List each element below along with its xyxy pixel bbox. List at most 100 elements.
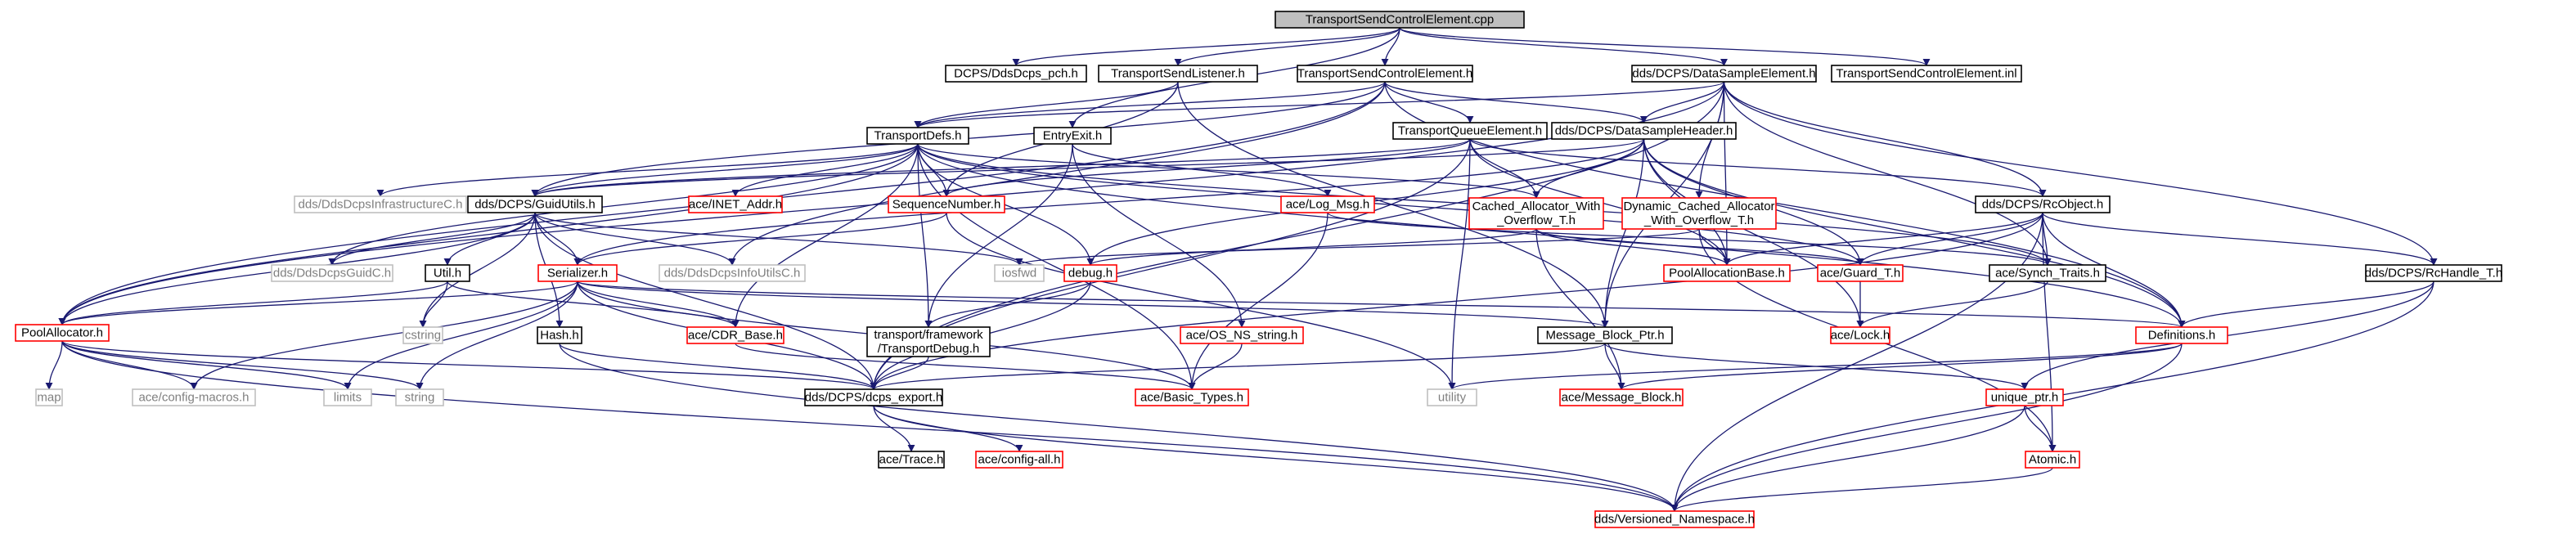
node-label-atomic: Atomic.h	[2029, 453, 2076, 467]
node-box-root	[1275, 11, 1525, 29]
node-ttdebug[interactable]: transport/framework/TransportDebug.h	[866, 326, 991, 357]
node-label-uniqueptr: unique_ptr.h	[1991, 391, 2059, 405]
node-box-cawo	[1468, 197, 1604, 230]
node-configall[interactable]: ace/config-all.h	[975, 451, 1063, 469]
node-label-entryexit: EntryExit.h	[1043, 129, 1103, 143]
node-guardt[interactable]: ace/Guard_T.h	[1817, 264, 1904, 282]
node-mbptr[interactable]: Message_Block_Ptr.h	[1537, 326, 1673, 344]
node-box-tdefs	[866, 127, 969, 145]
node-label-ddsinfra: dds/DdsDcpsInfrastructureC.h	[299, 198, 463, 212]
edge-cdrbase-to-basictypes	[735, 343, 1196, 390]
node-ddsdcps_pch[interactable]: DCPS/DdsDcps_pch.h	[945, 65, 1087, 83]
edge-poolallocator-to-versioned	[61, 340, 1679, 512]
node-label-acetrace: ace/Trace.h	[879, 453, 944, 467]
edge-debug-to-ttdebug	[924, 280, 1091, 328]
node-label-guardt: ace/Guard_T.h	[1820, 267, 1900, 280]
edge-synchtraits-to-acelock	[1856, 280, 2048, 328]
node-atomic[interactable]: Atomic.h	[2025, 451, 2080, 469]
node-box-definitions	[2135, 326, 2228, 344]
node-label-mbptr: Message_Block_Ptr.h	[1545, 329, 1664, 343]
edge-dse-to-rcobject	[1723, 81, 2047, 197]
node-entryexit[interactable]: EntryExit.h	[1033, 127, 1112, 145]
node-dsh[interactable]: dds/DCPS/DataSampleHeader.h	[1551, 122, 1737, 140]
edge-root-to-tsl	[1174, 27, 1400, 66]
node-tsce[interactable]: TransportSendControlElement.h	[1297, 65, 1473, 83]
node-acetrace[interactable]: ace/Trace.h	[878, 451, 945, 469]
edge-tdefs-to-poolallocator	[58, 143, 919, 325]
edge-rcobject-to-atomic	[2042, 212, 2057, 452]
node-utilh[interactable]: Util.h	[425, 264, 470, 282]
node-box-rcobject	[1975, 195, 2111, 213]
node-label-configmacros: ace/config-macros.h	[138, 391, 249, 405]
edge-dse-to-synchtraits	[1723, 81, 2052, 266]
node-poolalloc[interactable]: PoolAllocationBase.h	[1663, 264, 1791, 282]
node-label-seqnum: SequenceNumber.h	[892, 198, 1001, 212]
edge-tsce-to-tqe	[1384, 81, 1474, 123]
node-cdrbase[interactable]: ace/CDR_Base.h	[686, 326, 784, 344]
node-definitions[interactable]: Definitions.h	[2135, 326, 2228, 344]
node-cawo[interactable]: Cached_Allocator_With_Overflow_T.h	[1468, 197, 1604, 230]
node-label-cawo: Cached_Allocator_With	[1472, 200, 1601, 213]
node-rcobject[interactable]: dds/DCPS/RcObject.h	[1975, 195, 2111, 213]
node-map: map	[35, 388, 63, 406]
node-hashh[interactable]: Hash.h	[537, 326, 582, 344]
edge-serializer-to-mbptr	[577, 280, 1609, 328]
node-label-configall: ace/config-all.h	[978, 453, 1061, 467]
edge-tsl-to-tdefs	[914, 81, 1179, 128]
node-acelock[interactable]: ace/Lock.h	[1830, 326, 1890, 344]
node-box-cdrbase	[686, 326, 784, 344]
edge-poolallocator-to-map	[45, 340, 63, 390]
node-poolallocator[interactable]: PoolAllocator.h	[15, 324, 110, 342]
node-seqnum[interactable]: SequenceNumber.h	[888, 195, 1005, 213]
node-dcawo[interactable]: Dynamic_Cached_Allocator_With_Overflow_T…	[1621, 197, 1777, 230]
node-box-atomic	[2025, 451, 2080, 469]
node-inetaddr[interactable]: ace/INET_Addr.h	[688, 195, 783, 213]
node-logmsg[interactable]: ace/Log_Msg.h	[1280, 195, 1375, 213]
edge-entryexit-to-osns	[1072, 143, 1246, 328]
edge-logmsg-to-synchtraits	[1327, 212, 2052, 266]
edge-definitions-to-versioned	[1670, 343, 2183, 512]
node-tqe[interactable]: TransportQueueElement.h	[1392, 122, 1548, 140]
node-root[interactable]: TransportSendControlElement.cpp	[1275, 11, 1525, 29]
edge-guidutils-to-cstring	[419, 212, 536, 328]
edge-entryexit-to-ttdebug	[924, 143, 1073, 328]
node-rchandle[interactable]: dds/DCPS/RcHandle_T.h	[2365, 264, 2502, 282]
edge-rcobject-to-rchandle	[2042, 212, 2438, 266]
node-dcpsexport[interactable]: dds/DCPS/dcps_export.h	[804, 388, 943, 406]
edge-serializer-to-definitions	[577, 280, 2185, 328]
node-label-rcobject: dds/DCPS/RcObject.h	[1982, 198, 2103, 212]
node-debug[interactable]: debug.h	[1063, 264, 1117, 282]
node-tsl[interactable]: TransportSendListener.h	[1098, 65, 1258, 83]
node-label-debug: debug.h	[1068, 267, 1113, 280]
edge-poolallocator-to-string	[61, 340, 424, 390]
edge-serializer-to-configmacros	[190, 280, 578, 390]
node-dse[interactable]: dds/DCPS/DataSampleElement.h	[1631, 65, 1817, 83]
edge-serializer-to-string	[416, 280, 578, 390]
node-uniqueptr[interactable]: unique_ptr.h	[1985, 388, 2064, 406]
node-msgblock[interactable]: ace/Message_Block.h	[1559, 388, 1684, 406]
node-osns[interactable]: ace/OS_NS_string.h	[1180, 326, 1304, 344]
node-basictypes[interactable]: ace/Basic_Types.h	[1135, 388, 1249, 406]
edge-tsce-to-dsh	[1384, 81, 1648, 123]
edge-cawo-to-poolalloc	[1535, 228, 1731, 266]
node-ddsguidc: dds/DdsDcpsGuidC.h	[271, 264, 393, 282]
node-guidutils[interactable]: dds/DCPS/GuidUtils.h	[467, 195, 603, 213]
node-synchtraits[interactable]: ace/Synch_Traits.h	[1989, 264, 2106, 282]
node-serializer[interactable]: Serializer.h	[537, 264, 618, 282]
node-box-versioned	[1594, 510, 1755, 528]
node-box-iosfwd	[994, 264, 1045, 282]
edge-uniqueptr-to-versioned	[1670, 405, 2025, 512]
node-label-dse: dds/DCPS/DataSampleElement.h	[1632, 67, 1815, 81]
edge-tdefs-to-ttdebug	[917, 143, 933, 328]
node-box-mbptr	[1537, 326, 1673, 344]
node-versioned[interactable]: dds/Versioned_Namespace.h	[1594, 510, 1755, 528]
node-label-map: map	[37, 391, 61, 405]
edge-dse-to-tdefs	[914, 81, 1725, 128]
node-box-configmacros	[132, 388, 256, 406]
edge-tqe-to-rcobject	[1469, 138, 2047, 197]
node-label-tdefs: TransportDefs.h	[874, 129, 962, 143]
edge-rchandle-to-uniqueptr	[2021, 280, 2434, 390]
node-tscei[interactable]: TransportSendControlElement.inl	[1831, 65, 2022, 83]
node-tdefs[interactable]: TransportDefs.h	[866, 127, 969, 145]
node-label-iosfwd: iosfwd	[1002, 267, 1037, 280]
